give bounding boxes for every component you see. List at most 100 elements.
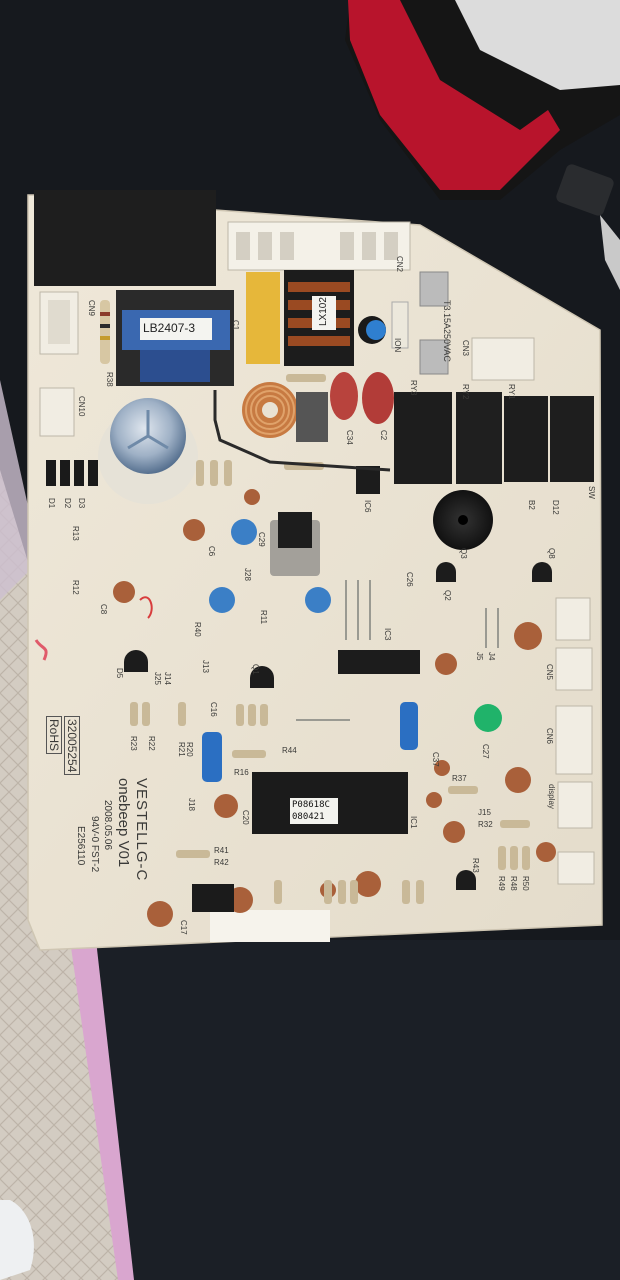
fuse-clip-top	[419, 271, 449, 307]
label-cn5: CN5	[545, 664, 554, 681]
blue-inductor	[366, 320, 386, 340]
label-cn9: CN9	[87, 300, 96, 317]
ic3	[338, 650, 420, 674]
label-c17: C17	[179, 920, 188, 935]
rating-text: 94V-0 FST-2	[89, 816, 100, 873]
choke-label-text: LX102	[318, 297, 329, 326]
label-ic3: IC3	[383, 628, 392, 641]
capacitor-c29	[231, 519, 257, 545]
brand-text: VESTELLG-C	[133, 778, 150, 882]
black-module	[34, 190, 216, 286]
label-c20: C20	[241, 810, 250, 825]
ul-file-text: E256110	[75, 826, 86, 866]
cloth-white-pattern	[0, 1200, 34, 1280]
diodes-d1-d4	[46, 460, 98, 486]
resistor-r38	[100, 300, 110, 364]
label-cn10: CN10	[77, 396, 86, 417]
trace-line	[213, 390, 391, 472]
label-c2: C2	[379, 430, 388, 441]
label-sw: SW	[587, 486, 596, 499]
label-j14: J14	[163, 672, 172, 685]
label-r44: R44	[282, 746, 297, 755]
label-r16: R16	[234, 768, 249, 777]
cn6-connector	[555, 705, 593, 775]
label-ic6: IC6	[363, 500, 372, 513]
label-ion: ION	[393, 338, 402, 353]
label-j18: J18	[187, 798, 196, 811]
cn2-connector	[557, 851, 595, 885]
yellow-film-capacitor	[246, 272, 280, 364]
label-r22: R22	[147, 736, 156, 751]
top-connector-pins	[236, 232, 398, 260]
choke-label	[312, 296, 336, 330]
label-r40: R40	[193, 622, 202, 637]
transformer-label	[140, 318, 212, 340]
label-display: display	[547, 784, 556, 809]
label-d2: D2	[63, 498, 72, 509]
ceramic-caps	[113, 489, 556, 927]
label-r50: R50	[521, 876, 530, 891]
label-r49: R49	[497, 876, 506, 891]
label-r43: R43	[471, 858, 480, 873]
usb-plug	[556, 164, 614, 216]
label-r11: R11	[259, 610, 268, 625]
label-cn2: CN2	[395, 256, 404, 273]
mcu-label	[290, 798, 338, 824]
label-j25: J25	[153, 672, 162, 685]
label-c26: C26	[405, 572, 414, 587]
red-marker-mark	[139, 596, 153, 619]
ic6	[356, 466, 380, 494]
device-red-trim	[348, 0, 560, 190]
bottom-ic	[192, 884, 234, 912]
capacitor-c34	[330, 372, 358, 420]
label-j13: J13	[201, 660, 210, 673]
cn5-connector	[555, 647, 593, 691]
label-c16: C16	[209, 702, 218, 717]
transistors	[124, 562, 552, 890]
label-r32: R32	[478, 820, 493, 829]
fuse-clip-bottom	[419, 339, 449, 375]
display-connector	[557, 781, 593, 829]
capacitor-c16	[202, 732, 222, 782]
label-r41: R41	[214, 846, 229, 855]
rohs-text: RoHS	[46, 716, 62, 755]
label-q1: Q1	[251, 664, 260, 675]
label-cn6: CN6	[545, 728, 554, 745]
label-r12: R12	[71, 580, 80, 595]
device-white-cap	[455, 0, 620, 90]
label-cn3: CN3	[461, 340, 470, 357]
label-r37: R37	[452, 774, 467, 783]
label-r21: R21	[177, 742, 186, 757]
capacitor-c33	[400, 702, 418, 750]
label-q8: Q8	[547, 548, 556, 559]
label-ic1: IC1	[409, 816, 418, 829]
label-j15: J15	[478, 808, 491, 817]
label-r23: R23	[129, 736, 138, 751]
label-c8: C8	[99, 604, 108, 615]
cloth-pink-stripe	[70, 940, 134, 1280]
label-ry1: RY1	[507, 384, 516, 400]
heatsink	[296, 392, 328, 442]
capacitor-c9	[305, 587, 331, 613]
label-c29: C29	[257, 532, 266, 547]
label-c1: C1	[231, 320, 240, 331]
capacitor-c40	[209, 587, 235, 613]
label-c37: C37	[431, 752, 440, 767]
label-j4: J4	[487, 652, 496, 661]
date-text: 2008.05.06	[102, 800, 113, 851]
jumper-wires	[296, 580, 499, 721]
cn3-connector	[471, 337, 535, 381]
label-b2: B2	[527, 500, 536, 510]
resistor-rows	[130, 460, 530, 904]
label-q3: Q3	[459, 548, 468, 559]
label-q2: Q2	[443, 590, 452, 601]
transformer-label-text: LB2407-3	[143, 321, 196, 335]
capacitor-c2	[362, 372, 394, 424]
regulator-ic	[278, 512, 312, 548]
chip-label-line1: P08618C	[292, 800, 330, 810]
label-d12: D12	[551, 500, 560, 515]
label-c34: C34	[345, 430, 354, 445]
part-number-text: 32005254	[64, 716, 80, 776]
label-ry3: RY3	[409, 380, 418, 396]
